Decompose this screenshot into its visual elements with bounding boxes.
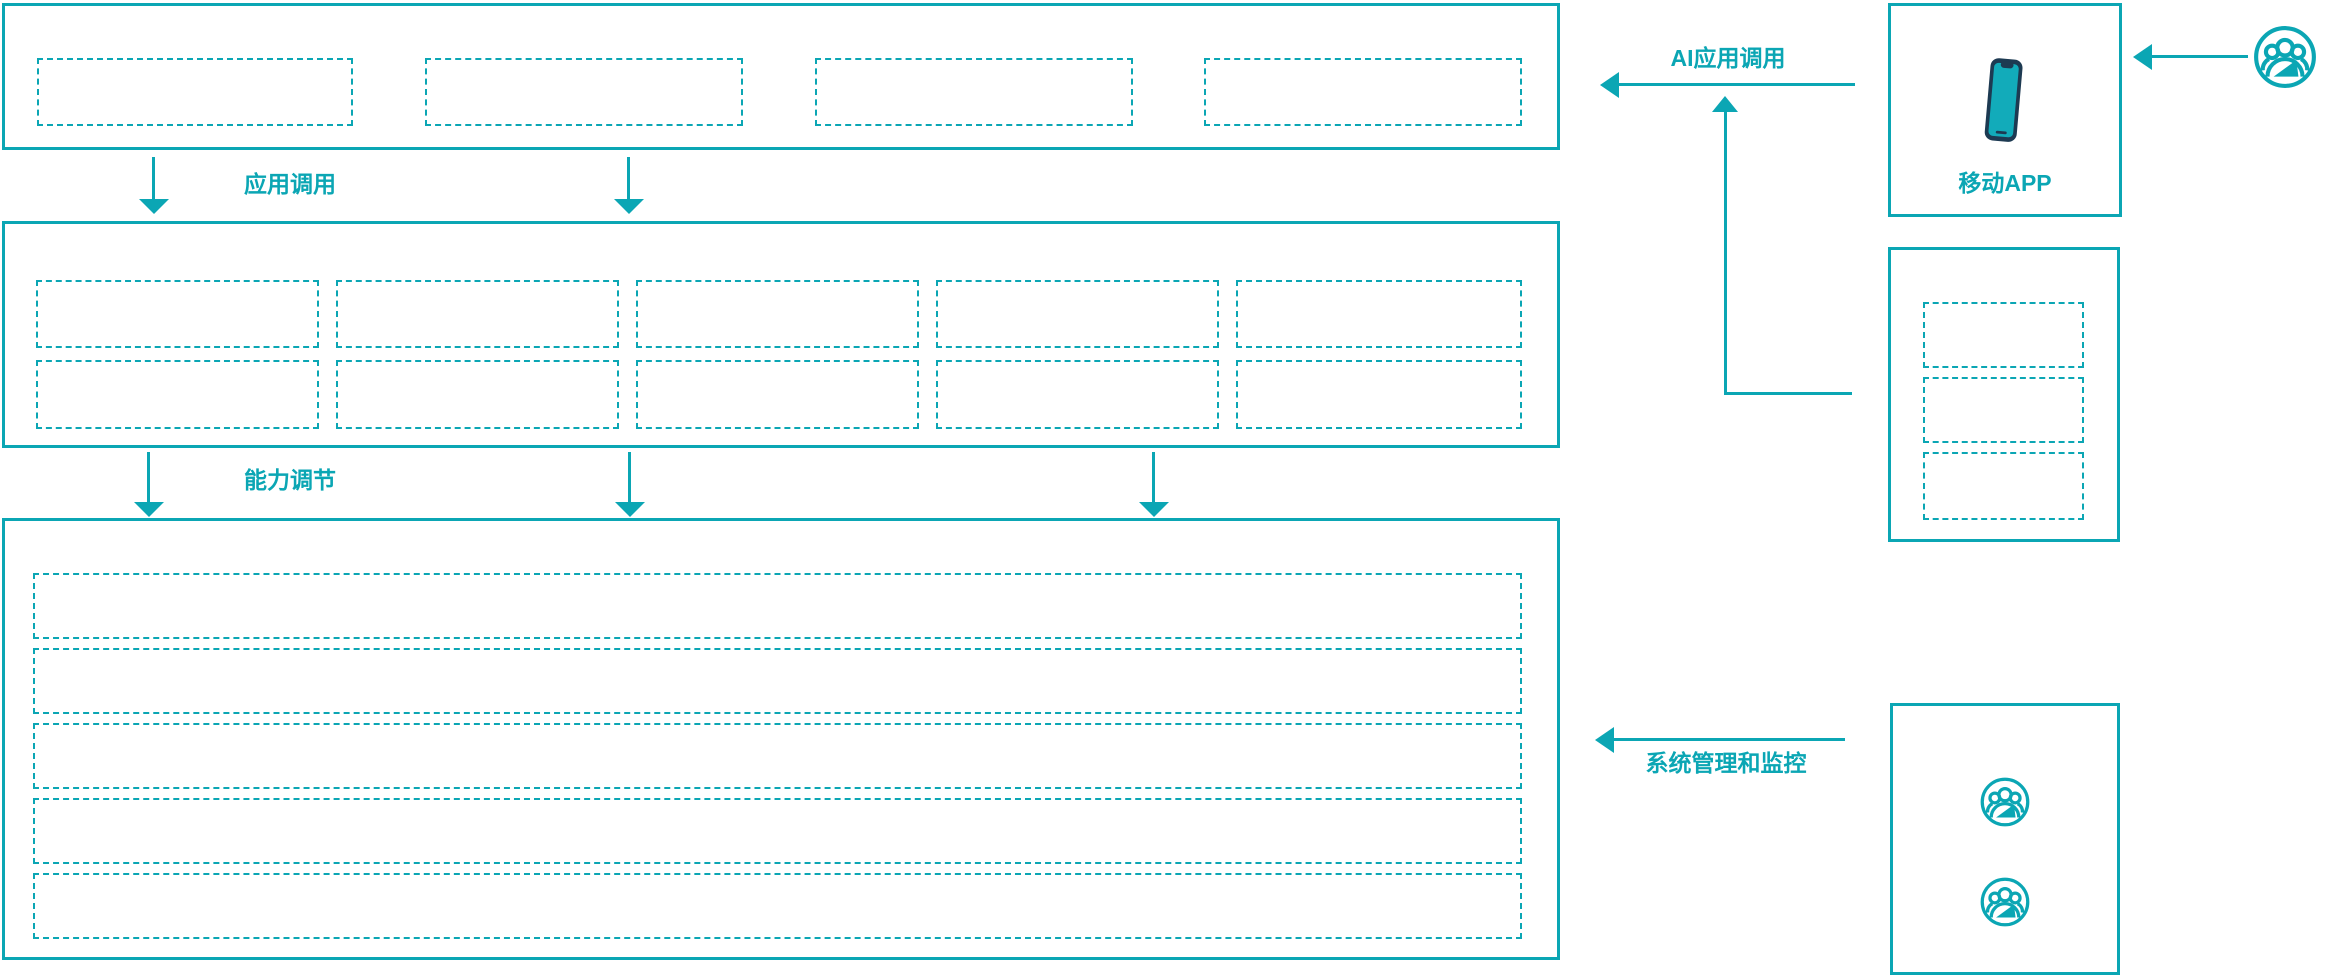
ai-app-call-label: AI应用调用 [1670,45,1786,71]
user-group-icon [1979,876,2031,928]
right-middle-placeholder [1923,452,2084,520]
system-monitor-arrow-line [1614,738,1845,741]
app-call-arrow-line [152,157,155,199]
top-layer-placeholder [1204,58,1522,126]
arrow-up-icon [1712,96,1738,112]
top-layer-placeholder [37,58,353,126]
capability-adjust-label: 能力调节 [244,467,336,493]
arrow-down-icon [1139,502,1169,517]
middle-layer-placeholder [636,360,919,429]
middle-layer-placeholder [936,280,1219,348]
middle-layer-placeholder [336,280,619,348]
middle-layer-placeholder [36,280,319,348]
middle-layer-placeholder [1236,280,1522,348]
middle-box-connector-vertical [1724,110,1727,394]
top-layer-placeholder [815,58,1133,126]
arrow-down-icon [139,199,169,214]
right-middle-placeholder [1923,302,2084,368]
system-monitor-label: 系统管理和监控 [1645,750,1807,776]
right-middle-box [1888,247,2120,542]
mobile-app-label: 移动APP [1958,170,2052,196]
middle-layer-placeholder [336,360,619,429]
middle-box-connector-horizontal [1724,392,1852,395]
arrow-down-icon [134,502,164,517]
arrow-left-icon [1595,727,1614,753]
middle-layer-box [2,221,1560,448]
middle-layer-placeholder [36,360,319,429]
middle-layer-placeholder [936,360,1219,429]
ai-call-arrow-line [1619,83,1855,86]
top-layer-placeholder [425,58,743,126]
middle-layer-placeholder [1236,360,1522,429]
arrow-down-icon [615,502,645,517]
bottom-layer-strip [33,798,1522,864]
app-call-arrow-line [627,157,630,199]
bottom-layer-strip [33,873,1522,939]
right-middle-placeholder [1923,377,2084,443]
bottom-layer-strip [33,648,1522,714]
user-group-icon [2252,24,2318,90]
app-call-label: 应用调用 [244,171,336,197]
bottom-layer-strip [33,723,1522,789]
user-to-app-arrow-line [2152,55,2248,58]
monitor-box [1890,703,2120,975]
capability-arrow-line [147,452,150,502]
middle-layer-placeholder [636,280,919,348]
bottom-layer-strip [33,573,1522,639]
arrow-down-icon [614,199,644,214]
arrow-left-icon [1600,72,1619,98]
user-group-icon [1979,776,2031,828]
capability-arrow-line [1152,452,1155,502]
mobile-app-box [1888,3,2122,217]
capability-arrow-line [628,452,631,502]
smartphone-icon [1982,54,2026,148]
arrow-left-icon [2133,44,2152,70]
top-layer-box [2,3,1560,150]
bottom-layer-box [2,518,1560,960]
